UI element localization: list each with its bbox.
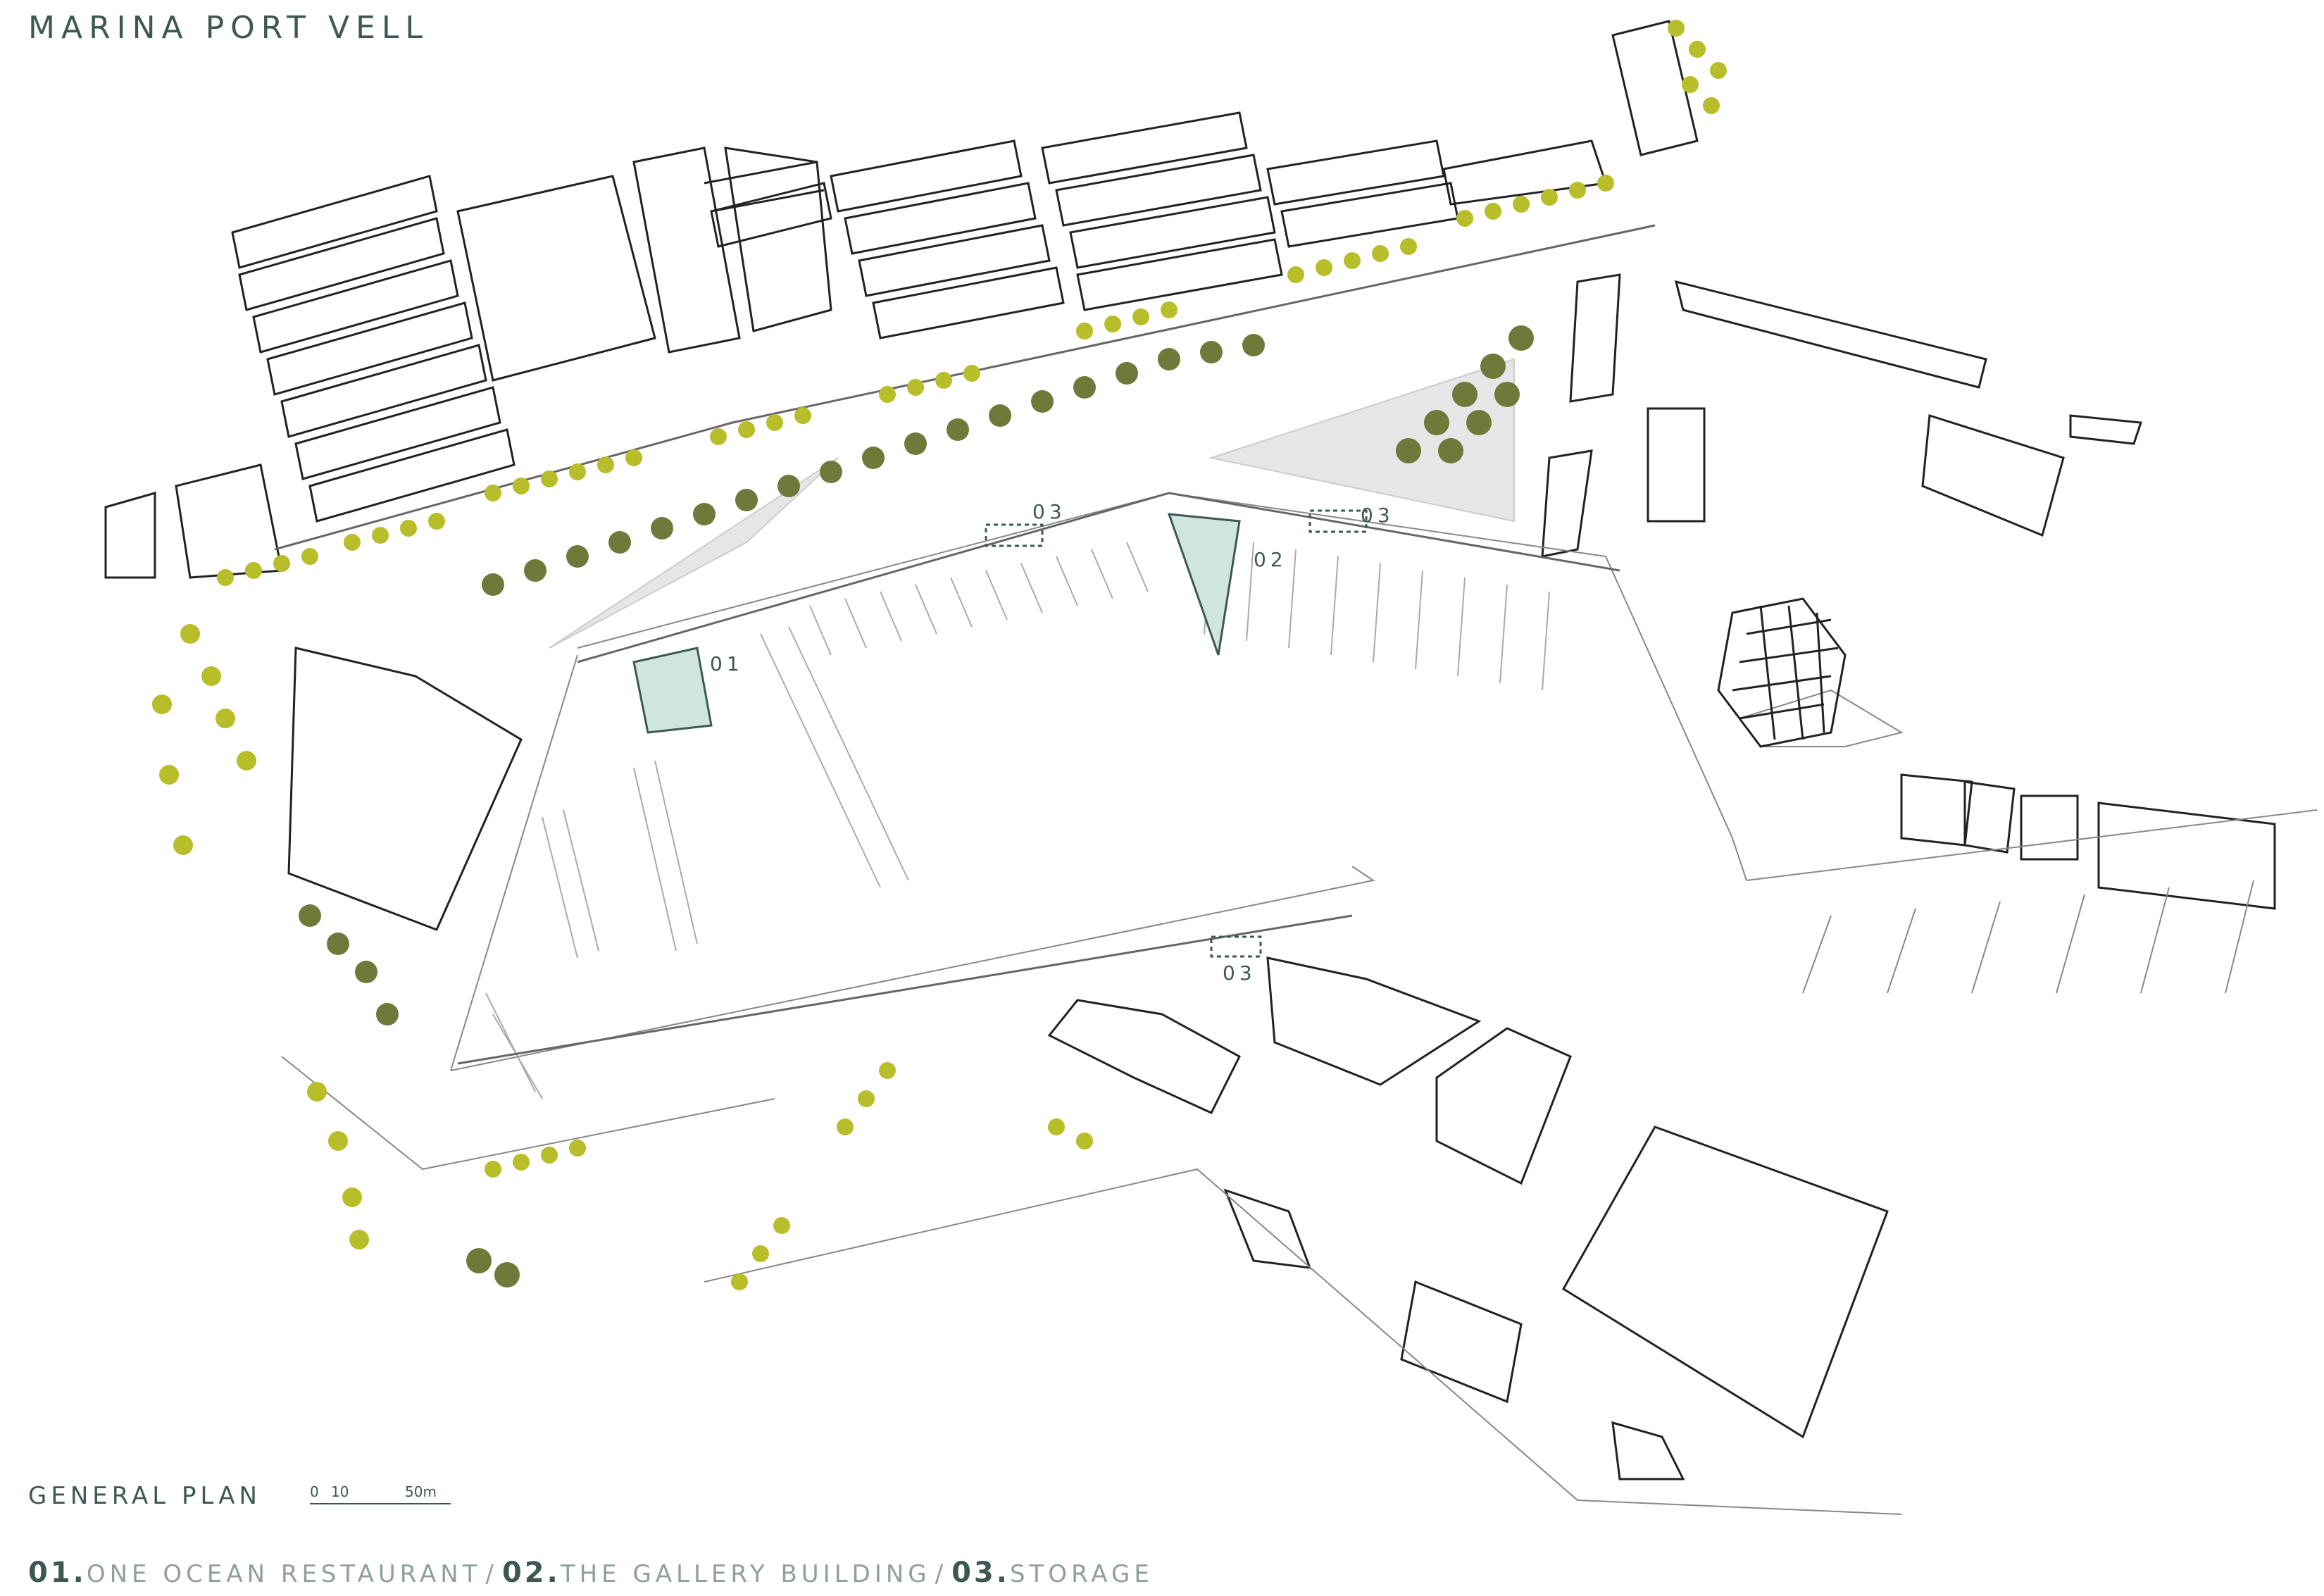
callout-02: 02	[1254, 548, 1287, 571]
legend-item-03: STORAGE	[1009, 1560, 1154, 1588]
promenades	[274, 224, 1656, 1065]
map-title: MARINA PORT VELL	[28, 10, 429, 46]
grid-pavilion	[1717, 597, 1847, 748]
legend-num-02: 02.	[501, 1557, 561, 1589]
legend-sep-2: /	[935, 1560, 948, 1588]
callout-03-b: 03	[1361, 504, 1394, 527]
legend-item-01: ONE OCEAN RESTAURANT	[86, 1560, 482, 1588]
callout-03-c: 03	[1223, 961, 1256, 985]
legend-sep-1: /	[485, 1560, 498, 1588]
legend-num-01: 01.	[28, 1557, 87, 1589]
scale-line	[310, 1503, 451, 1504]
legend-item-02: THE GALLERY BUILDING	[560, 1560, 931, 1588]
plan-label: GENERAL PLAN	[28, 1482, 261, 1510]
city-blocks	[104, 20, 2276, 1480]
berths	[485, 535, 1550, 1099]
legend-num-03: 03.	[951, 1557, 1010, 1589]
trees-street	[152, 20, 1727, 1290]
quay-outlines	[281, 492, 2318, 1515]
scale-start: 0	[310, 1483, 319, 1500]
scale-bar: 0 10 50m	[310, 1483, 451, 1513]
scale-end: 50m	[405, 1483, 437, 1500]
plazas	[549, 358, 1515, 649]
legend: 01.ONE OCEAN RESTAURANT/02.THE GALLERY B…	[28, 1557, 1154, 1589]
callout-03-a: 03	[1032, 500, 1066, 523]
storage-c	[1210, 935, 1262, 958]
building-01	[632, 647, 713, 734]
trees-park	[299, 325, 1534, 1288]
callout-01: 01	[710, 652, 744, 675]
building-02	[1167, 513, 1241, 656]
scale-mid: 10	[331, 1483, 349, 1500]
focus-buildings[interactable]	[632, 509, 1368, 958]
